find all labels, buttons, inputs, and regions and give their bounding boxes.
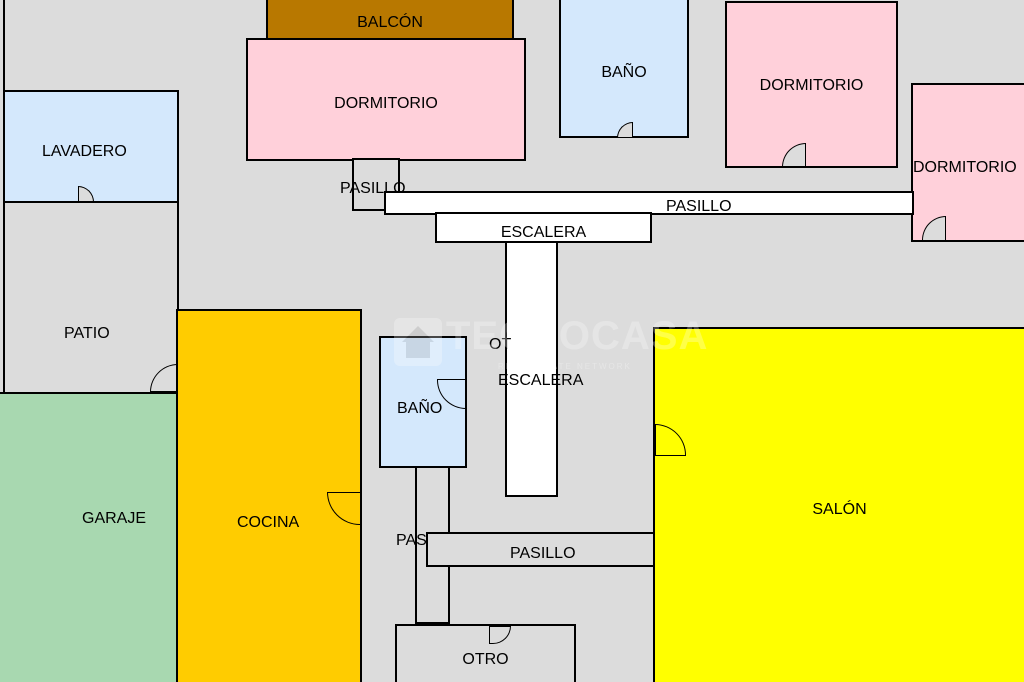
- room-label-otro-2: OTRO: [462, 651, 509, 668]
- room-label-patio: PATIO: [64, 325, 110, 342]
- room-label-otro-1: OT: [489, 336, 512, 353]
- room-label-salon: SALÓN: [812, 501, 867, 518]
- room-otro-2: OTRO: [395, 624, 576, 682]
- room-label-garaje: GARAJE: [82, 510, 147, 527]
- room-salon: SALÓN: [653, 327, 1024, 682]
- room-escalera-vertical: [505, 241, 558, 497]
- room-patio: PATIO: [3, 201, 179, 394]
- room-label-dormitorio-3: DORMITORIO: [913, 159, 1017, 176]
- door-salon: [655, 424, 686, 456]
- room-label-bano-1: BAÑO: [601, 64, 647, 81]
- room-label-dormitorio-2: DORMITORIO: [759, 77, 864, 94]
- room-label-pasillo-4: PASILLO: [510, 545, 576, 562]
- room-balcon: BALCÓN: [266, 0, 514, 40]
- room-label-cocina: COCINA: [237, 514, 300, 531]
- room-pasillo-4: PASILLO: [426, 532, 667, 567]
- room-label-pasillo-2: PASILLO: [666, 198, 732, 215]
- room-label-bano-2: BAÑO: [397, 400, 443, 417]
- room-label-lavadero: LAVADERO: [42, 143, 127, 160]
- room-bano-1: BAÑO: [559, 0, 689, 138]
- room-lavadero: LAVADERO: [3, 90, 179, 203]
- door-dormitorio-3: [922, 216, 946, 241]
- room-label-escalera-1: ESCALERA: [500, 224, 587, 241]
- room-label-escalera-2: ESCALERA: [498, 372, 584, 389]
- room-escalera-1: ESCALERA: [435, 212, 652, 243]
- room-dormitorio-2: DORMITORIO: [725, 1, 898, 168]
- room-dormitorio-1: DORMITORIO: [246, 38, 526, 161]
- room-label-dormitorio-1: DORMITORIO: [334, 95, 438, 112]
- room-dormitorio-3: DORMITORIO: [911, 83, 1024, 242]
- left-wall-line: [3, 0, 5, 92]
- room-garaje: GARAJE: [0, 392, 179, 682]
- room-label-balcon: BALCÓN: [357, 14, 423, 31]
- room-label-pasillo-3: PAS: [396, 532, 427, 549]
